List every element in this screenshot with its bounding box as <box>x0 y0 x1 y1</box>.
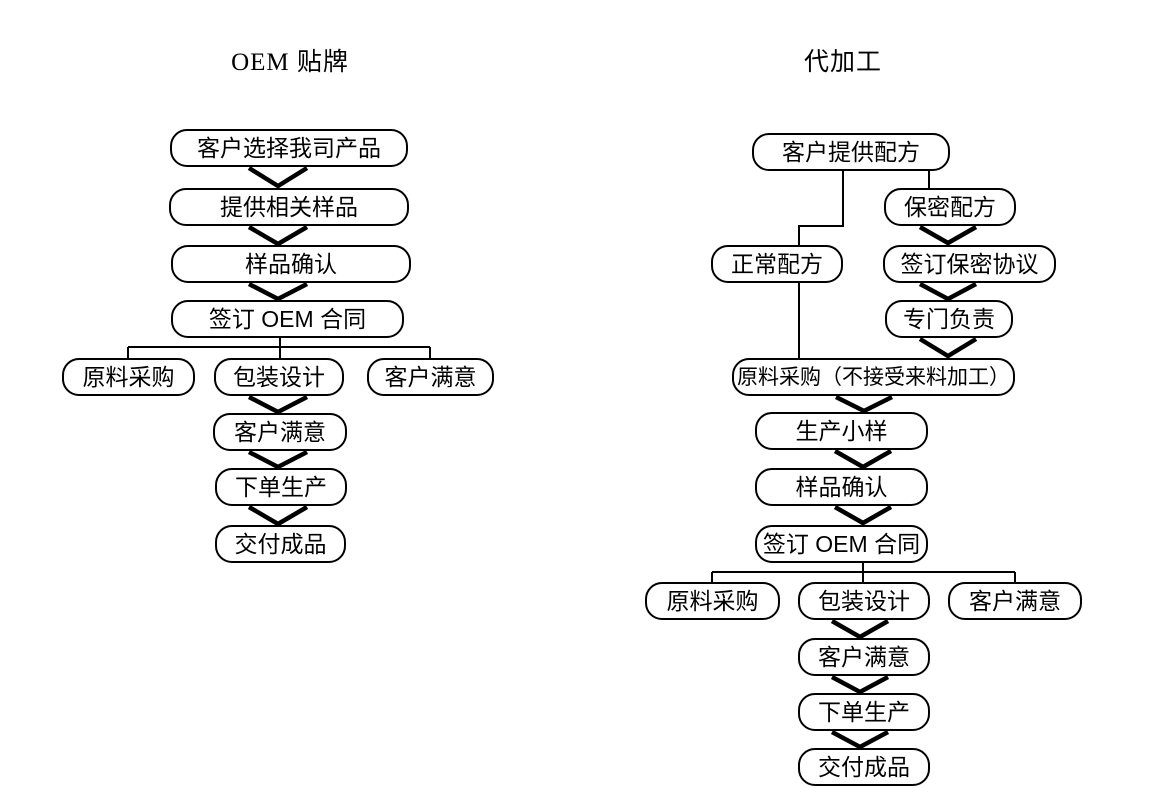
down-arrow <box>833 449 893 470</box>
down-arrow <box>830 730 890 750</box>
down-arrow <box>247 166 309 189</box>
connector-lines <box>127 171 1016 582</box>
left-chart-title: OEM 贴牌 <box>231 49 349 76</box>
right-formula-split-connector <box>798 171 844 245</box>
node-cm-sign-nda: 签订保密协议 <box>883 245 1056 283</box>
node-cm-provide-formula: 客户提供配方 <box>752 133 950 171</box>
node-cm-packaging-design: 包装设计 <box>798 582 930 620</box>
down-arrow <box>830 619 890 640</box>
flow-arrows <box>247 166 978 750</box>
down-arrow <box>918 225 978 246</box>
right-chart-title: 代加工 <box>803 49 882 76</box>
node-oem-select-product: 客户选择我司产品 <box>170 129 408 167</box>
left-branch-connector <box>127 338 431 358</box>
node-cm-deliver-product: 交付成品 <box>798 748 930 786</box>
node-cm-raw-material-note: 原料采购（不接受来料加工） <box>732 358 1015 396</box>
node-oem-order-production: 下单生产 <box>215 468 347 506</box>
down-arrow <box>830 675 890 695</box>
node-cm-customer-satisfied: 客户满意 <box>798 638 930 676</box>
node-oem-sample-confirm: 样品确认 <box>171 245 411 283</box>
down-arrow <box>918 337 978 359</box>
node-cm-raw-material: 原料采购 <box>645 582 780 620</box>
node-cm-produce-sample: 生产小样 <box>755 412 928 450</box>
node-cm-sample-confirm: 样品确认 <box>755 468 928 506</box>
down-arrow <box>247 225 309 247</box>
down-arrow <box>833 505 893 526</box>
down-arrow <box>918 282 978 302</box>
node-cm-normal-formula: 正常配方 <box>711 245 843 283</box>
down-arrow <box>247 282 309 302</box>
node-oem-packaging-design: 包装设计 <box>214 358 344 396</box>
node-cm-dedicated-responsible: 专门负责 <box>885 300 1013 338</box>
right-branch-connector <box>711 563 1016 582</box>
node-oem-deliver-product: 交付成品 <box>215 525 346 563</box>
node-oem-provide-samples: 提供相关样品 <box>169 188 409 226</box>
down-arrow <box>247 505 309 527</box>
down-arrow <box>247 450 309 470</box>
down-arrow <box>247 395 309 415</box>
node-oem-customer-satisfied-side: 客户满意 <box>367 358 494 396</box>
node-oem-customer-satisfied: 客户满意 <box>213 413 347 451</box>
node-cm-order-production: 下单生产 <box>798 693 930 731</box>
node-cm-secret-formula: 保密配方 <box>884 188 1016 226</box>
down-arrow <box>834 394 894 414</box>
node-oem-sign-contract: 签订 OEM 合同 <box>171 300 404 338</box>
node-oem-raw-material: 原料采购 <box>62 358 195 396</box>
node-cm-sign-contract: 签订 OEM 合同 <box>755 525 928 563</box>
node-cm-customer-satisfied-side: 客户满意 <box>948 582 1082 620</box>
